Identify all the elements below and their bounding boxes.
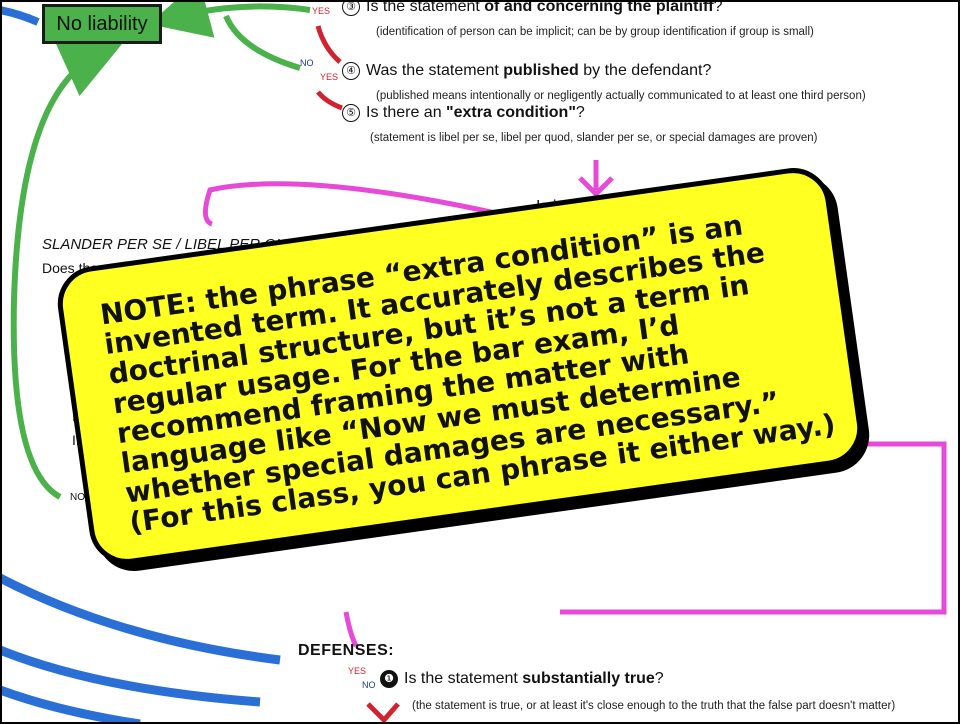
question-5: ⑤ Is there an "extra condition"? <box>342 104 585 122</box>
question-3-number: ③ <box>342 0 360 16</box>
question-4-note: (published means intentionally or neglig… <box>376 90 866 102</box>
question-3-suffix: ? <box>713 0 723 15</box>
blue-arrow-bottom-3 <box>0 685 141 724</box>
magenta-arrow-def <box>343 611 359 648</box>
blue-arrow-bottom-1 <box>0 574 281 665</box>
question-5-number: ⑤ <box>342 104 360 122</box>
red-arrow-def <box>366 702 400 724</box>
yes-label-def: YES <box>348 666 367 676</box>
yes-label-4: YES <box>320 72 339 82</box>
defense-question-1-note: (the statement is true, or at least it's… <box>412 700 896 712</box>
question-3: ③ Is the statement of and concerning the … <box>342 0 723 16</box>
green-arrow-yes3 <box>148 0 311 38</box>
question-5-suffix: ? <box>575 104 585 121</box>
defense-question-1: ❶ Is the statement substantially true? <box>380 670 664 688</box>
defense-question-1-prefix: Is the statement <box>404 670 523 687</box>
no-liability-box: No liability <box>42 4 162 44</box>
question-4: ④ Was the statement published by the defe… <box>342 62 711 80</box>
question-4-suffix: by the defendant? <box>578 62 712 79</box>
question-4-bold: published <box>503 62 579 79</box>
red-arrow-3-4 <box>315 25 342 64</box>
blue-arrow-bottom-2 <box>0 645 261 707</box>
question-4-number: ④ <box>342 62 360 80</box>
green-arrow-no-left <box>10 41 122 500</box>
magenta-arrow-down <box>578 160 614 198</box>
magenta-arrow-loop-left <box>203 181 501 227</box>
question-3-bold: of and concerning the plaintiff <box>484 0 714 15</box>
fragment-no: NO <box>70 492 85 503</box>
question-4-prefix: Was the statement <box>366 62 504 79</box>
blue-arrow-top-left <box>0 6 40 26</box>
red-arrow-4-5 <box>316 90 343 111</box>
defense-question-1-suffix: ? <box>654 670 664 687</box>
question-3-note: (identification of person can be implici… <box>376 26 814 38</box>
green-arrow-no4 <box>223 14 301 71</box>
question-3-prefix: Is the statement <box>366 0 485 15</box>
defense-question-1-bold: substantially true <box>522 670 655 687</box>
no-liability-label: No liability <box>56 12 148 35</box>
defense-question-1-number: ❶ <box>380 670 398 688</box>
no-label-4: NO <box>300 58 314 68</box>
defenses-heading: DEFENSES: <box>298 642 395 659</box>
question-5-prefix: Is there an <box>366 104 447 121</box>
question-5-bold: "extra condition" <box>446 104 576 121</box>
yes-label-3: YES <box>312 6 331 16</box>
no-label-def: NO <box>362 680 376 690</box>
question-5-note: (statement is libel per se, libel per qu… <box>370 132 818 144</box>
magenta-arrow-right-loop <box>560 441 947 615</box>
